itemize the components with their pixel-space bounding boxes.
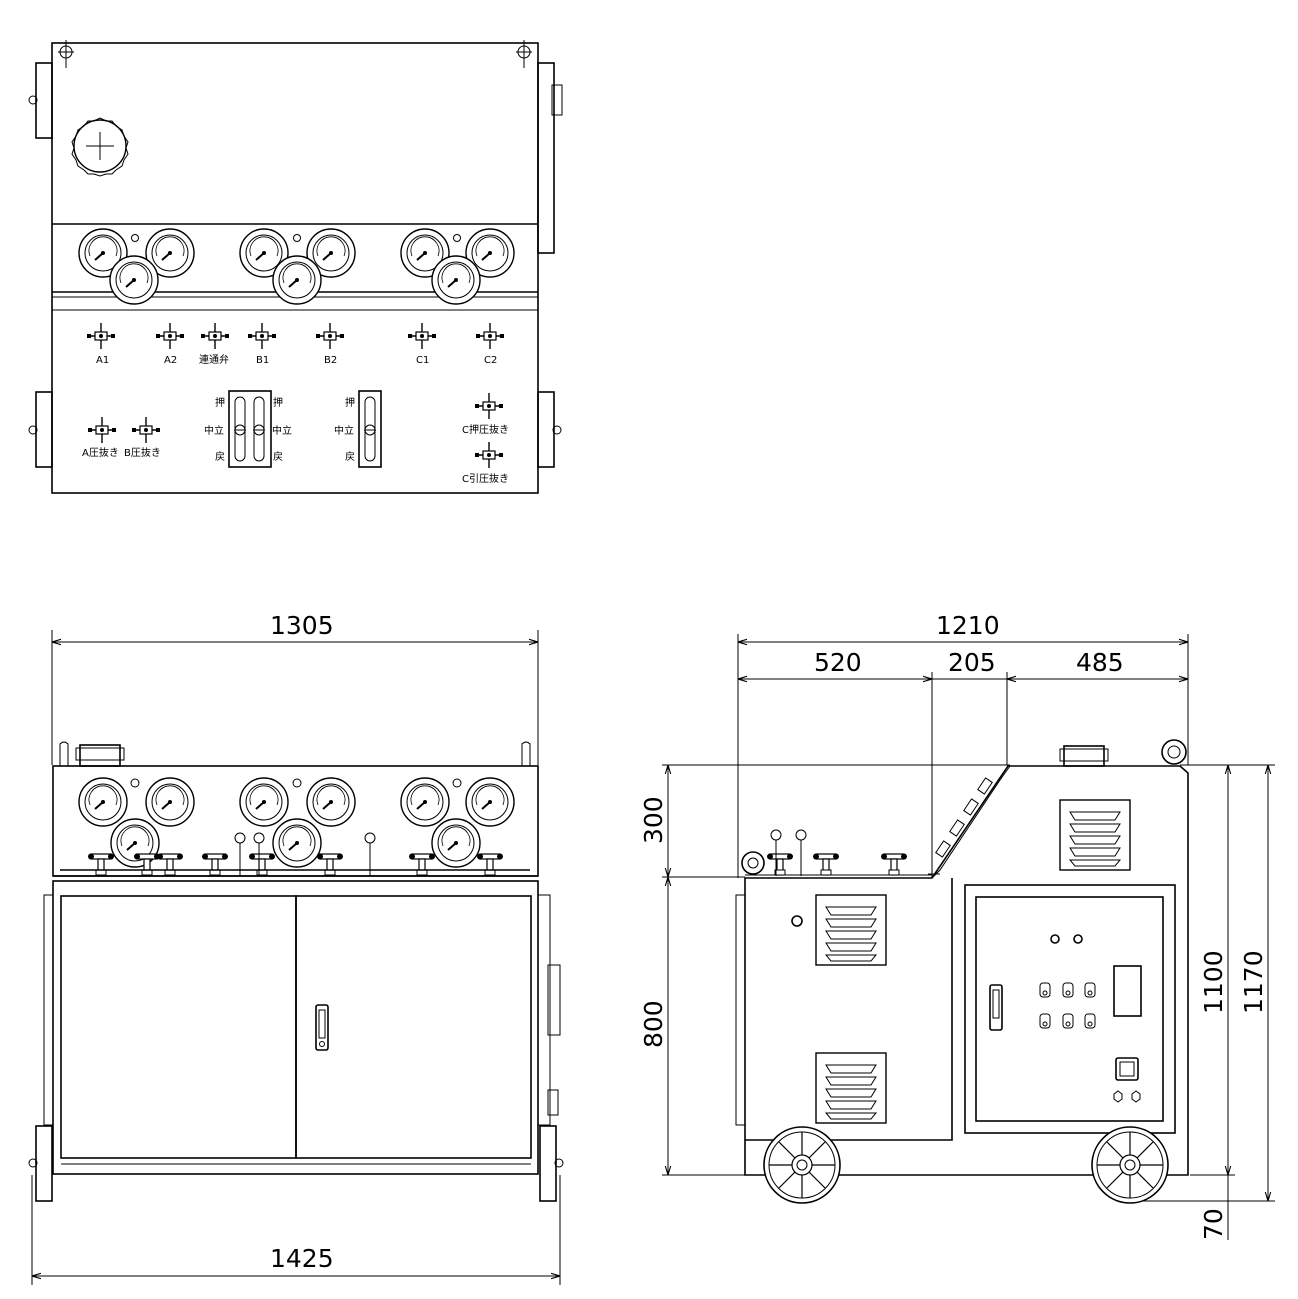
- louver-upper-right: [1059, 799, 1131, 871]
- lever-ab-return-right: 戻: [273, 450, 283, 463]
- lever-ab-push-left: 押: [215, 396, 225, 409]
- louver-upper-left: [815, 894, 887, 966]
- pilot-lamp-icon: [1073, 934, 1083, 944]
- release-label-b: B圧抜き: [124, 446, 161, 459]
- dim-side-total-width: 1210: [936, 611, 1000, 640]
- valve-label-b2: B2: [324, 355, 337, 366]
- release-label-c-pull: C引圧抜き: [462, 472, 509, 485]
- lever-ab-neutral-right: 中立: [272, 424, 292, 437]
- front-view: 1305 1425: [28, 611, 564, 1285]
- dim-side-total-height: 1170: [1239, 950, 1268, 1014]
- lever-panel-c: [358, 390, 382, 468]
- dim-side-upper-height: 300: [639, 796, 668, 844]
- front-door-right: [295, 895, 532, 1159]
- top-gauge-group: [78, 228, 515, 305]
- top-view: A1 A2 連通弁 B1 B2 C1 C2 A圧抜き B圧抜き C押圧抜き C引…: [28, 40, 563, 494]
- filler-cap-icon: [71, 117, 129, 177]
- valve-label-c2: C2: [484, 355, 497, 366]
- dim-front-width-top: 1305: [270, 611, 334, 640]
- door-handle-icon: [315, 1004, 329, 1051]
- front-door-left: [60, 895, 297, 1159]
- lever-ab-neutral-left: 中立: [204, 424, 224, 437]
- release-label-a: A圧抜き: [82, 446, 119, 459]
- control-panel: [964, 884, 1176, 1134]
- valve-label-a1: A1: [96, 355, 109, 366]
- valve-label-a2: A2: [164, 355, 177, 366]
- outlet-icon: [1115, 1057, 1139, 1081]
- dim-side-body-height: 1100: [1199, 950, 1228, 1014]
- wheel-front: [763, 1126, 841, 1204]
- valve-label-bypass: 連通弁: [199, 353, 229, 366]
- dim-side-lower-height: 800: [639, 1000, 668, 1048]
- louver-lower-left: [815, 1052, 887, 1124]
- lever-c-neutral: 中立: [334, 424, 354, 437]
- switch-grid: [1039, 982, 1096, 1029]
- dim-side-seg-3: 485: [1076, 648, 1124, 677]
- side-view: 1210 520 205 485 300 800 1100 1170 70: [639, 611, 1275, 1240]
- meter-window: [1113, 965, 1142, 1017]
- dim-front-width-bottom: 1425: [270, 1244, 334, 1273]
- valve-label-c1: C1: [416, 355, 429, 366]
- dim-side-seg-2: 205: [948, 648, 996, 677]
- lever-panel-ab: [228, 390, 272, 468]
- top-valve-row: [86, 322, 505, 469]
- lever-c-return: 戻: [345, 450, 355, 463]
- lever-ab-push-right: 押: [273, 396, 283, 409]
- lever-c-push: 押: [345, 396, 355, 409]
- pilot-lamp-icon: [1050, 934, 1060, 944]
- dim-side-seg-1: 520: [814, 648, 862, 677]
- panel-handle-icon: [989, 984, 1003, 1031]
- wheel-rear: [1091, 1126, 1169, 1204]
- lever-ab-return-left: 戻: [215, 450, 225, 463]
- release-label-c-push: C押圧抜き: [462, 423, 509, 436]
- valve-label-b1: B1: [256, 355, 269, 366]
- dim-side-wheel-offset: 70: [1199, 1208, 1228, 1240]
